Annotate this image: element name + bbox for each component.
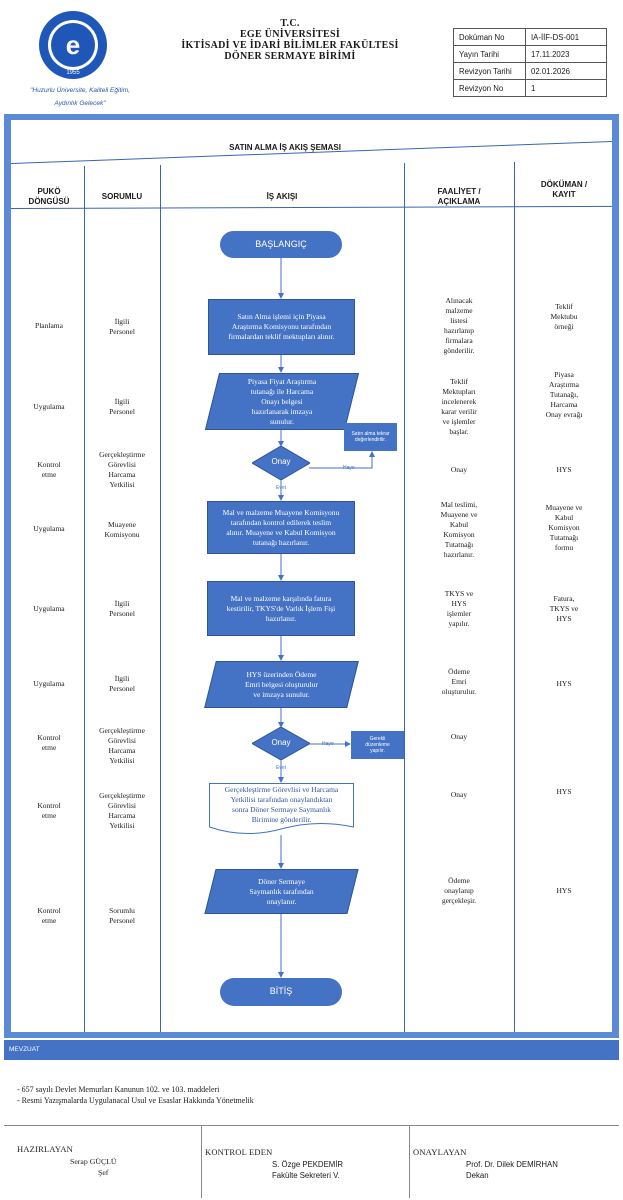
prepared-by-name: Serap GÜÇLÜ Şef [70, 1157, 117, 1177]
motto: "Huzurlu Üniversite, Kaliteli Eğitim, Ay… [30, 87, 130, 107]
mevzuat-item: - 657 sayılı Devlet Memurları Kanunun 10… [17, 1085, 220, 1094]
decision-2-shape [252, 727, 310, 760]
header-line-4: DÖNER SERMAYE BİRİMİ [224, 51, 356, 62]
controlled-by-name: S. Özge PEKDEMİR Fakülte Sekreteri V. [272, 1160, 344, 1180]
dokuman-cell: HYS [556, 679, 572, 688]
decision-1-no-label: Hayır [343, 465, 355, 471]
column-divider [84, 166, 85, 1032]
column-header-faaliyet: FAALİYET /AÇIKLAMA [437, 187, 481, 206]
header-line-1: T.C. [280, 18, 300, 29]
svg-text:1955: 1955 [66, 70, 80, 76]
column-divider [160, 165, 161, 1032]
decision-2-label: Onay [271, 738, 291, 747]
approved-by-name: Prof. Dr. Dilek DEMİRHAN Dekan [466, 1160, 558, 1180]
signature-divider [201, 1125, 202, 1198]
column-header-sorumlu: SORUMLU [101, 192, 143, 201]
prepared-by-label: HAZIRLAYAN [17, 1144, 73, 1154]
decision-1-yes-label: Evet [276, 485, 287, 491]
decision-1-label: Onay [271, 457, 291, 466]
signature-divider [409, 1125, 410, 1198]
mevzuat-bar: MEVZUAT [4, 1040, 619, 1060]
flow-connectors [278, 258, 375, 978]
header-line-3: İKTİSADİ VE İDARİ BİLİMLER FAKÜLTESİ [181, 40, 399, 51]
end-terminal: BİTİŞ [220, 978, 342, 1006]
start-terminal: BAŞLANGIÇ [220, 231, 342, 258]
puko-cell: Uygulama [33, 679, 65, 688]
puko-cell: Uygulama [33, 402, 65, 411]
puko-cell: Uygulama [33, 524, 65, 533]
dokuman-cell: HYS [556, 787, 572, 796]
document-shape [209, 783, 354, 835]
chart-title: SATIN ALMA İŞ AKIŞ ŞEMASI [229, 143, 341, 152]
dokuman-cell: HYS [556, 886, 572, 895]
dokuman-cell: HYS [556, 465, 572, 474]
column-header-is-akisi: İŞ AKIŞI [266, 192, 298, 201]
column-divider [514, 162, 515, 1032]
decision-2-yes-label: Evet [276, 765, 287, 771]
svg-text:e: e [66, 30, 80, 60]
puko-cell: Uygulama [33, 604, 65, 613]
faaliyet-cell: Onay [450, 790, 468, 799]
puko-cell: Planlama [35, 321, 63, 330]
mevzuat-item: - Resmi Yazışmalarda Uygulanacal Usul ve… [17, 1096, 254, 1105]
column-header-dokuman: DÖKÜMAN /KAYIT [540, 180, 588, 199]
decision-1-shape [252, 446, 310, 480]
decision-2-no-label: Hayır [322, 741, 334, 747]
header-line-2: EGE ÜNİVERSİTESİ [239, 29, 341, 40]
signature-area [4, 1125, 619, 1198]
university-logo: e 1955 [38, 10, 108, 80]
faaliyet-cell: Onay [450, 732, 468, 741]
faaliyet-cell: Onay [450, 465, 468, 474]
approved-by-label: ONAYLAYAN [413, 1147, 467, 1157]
column-divider [404, 163, 405, 1032]
controlled-by-label: KONTROL EDEN [205, 1147, 273, 1157]
